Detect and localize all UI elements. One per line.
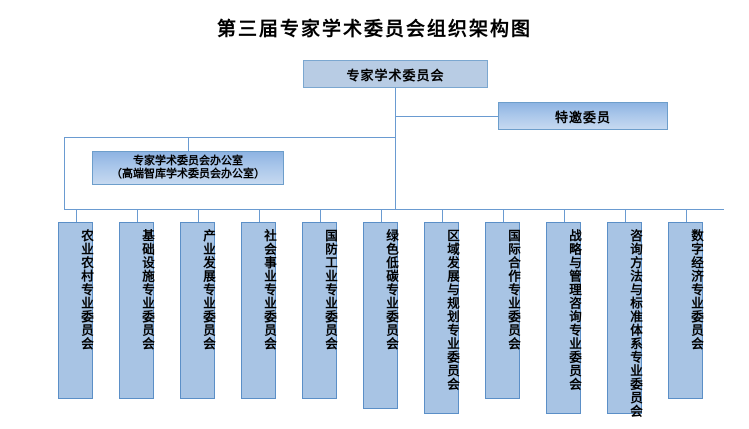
committee-label-4: 社会事业专业委员会	[262, 229, 277, 351]
committee-box-3[interactable]: 产业发展专业委员会	[180, 222, 216, 399]
connector-committee-bus	[64, 209, 724, 210]
node-root-label: 专家学术委员会	[346, 68, 445, 84]
page-title: 第三届专家学术委员会组织架构图	[216, 18, 532, 40]
committee-box-5[interactable]: 国防工业专业委员会	[302, 222, 338, 399]
committee-label-11: 数字经济专业委员会	[689, 229, 704, 351]
connector-committee-drop-2	[137, 209, 138, 222]
connector-committee-drop-11	[686, 209, 687, 222]
node-office[interactable]: 专家学术委员会办公室 （高端智库学术委员会办公室）	[92, 151, 284, 185]
committee-box-7[interactable]: 区域发展与规划专业委员会	[424, 222, 460, 414]
connector-committee-drop-9	[564, 209, 565, 222]
committee-box-4[interactable]: 社会事业专业委员会	[241, 222, 277, 399]
committee-box-9[interactable]: 战略与管理咨询专业委员会	[546, 222, 582, 414]
committee-box-1[interactable]: 农业农村专业委员会	[58, 222, 94, 399]
committee-box-6[interactable]: 绿色低碳专业委员会	[363, 222, 399, 409]
node-invited-members[interactable]: 特邀委员	[498, 102, 668, 130]
connector-committee-drop-3	[198, 209, 199, 222]
committee-label-3: 产业发展专业委员会	[201, 229, 216, 351]
connector-committee-drop-6	[381, 209, 382, 222]
committee-label-5: 国防工业专业委员会	[323, 229, 338, 351]
node-root[interactable]: 专家学术委员会	[303, 60, 488, 88]
connector-committee-drop-10	[625, 209, 626, 222]
committee-label-8: 国际合作专业委员会	[506, 229, 521, 351]
connector-committee-drop-5	[320, 209, 321, 222]
node-invited-members-label: 特邀委员	[554, 110, 611, 126]
committee-box-2[interactable]: 基础设施专业委员会	[119, 222, 155, 399]
connector-root-vertical	[395, 88, 396, 209]
committee-box-8[interactable]: 国际合作专业委员会	[485, 222, 521, 399]
committee-label-7: 区域发展与规划专业委员会	[445, 229, 460, 391]
committee-box-10[interactable]: 咨询方法与标准体系专业委员会	[607, 222, 643, 418]
committee-label-10: 咨询方法与标准体系专业委员会	[628, 229, 643, 418]
connector-office-vertical	[188, 137, 189, 151]
node-office-label-line2: （高端智库学术委员会办公室）	[111, 167, 265, 180]
connector-office-horizontal	[64, 137, 395, 138]
connector-committee-drop-1	[76, 209, 77, 222]
connector-committee-drop-4	[259, 209, 260, 222]
committee-label-1: 农业农村专业委员会	[79, 229, 94, 351]
committee-label-2: 基础设施专业委员会	[140, 229, 155, 351]
connector-invited-horizontal	[395, 116, 498, 117]
connector-committee-drop-7	[442, 209, 443, 222]
node-office-label-line1: 专家学术委员会办公室	[133, 154, 243, 168]
committee-label-6: 绿色低碳专业委员会	[384, 229, 399, 351]
connector-committee-drop-8	[503, 209, 504, 222]
committee-label-9: 战略与管理咨询专业委员会	[567, 229, 582, 391]
connector-left-spine	[64, 137, 65, 209]
committee-box-11[interactable]: 数字经济专业委员会	[668, 222, 704, 399]
